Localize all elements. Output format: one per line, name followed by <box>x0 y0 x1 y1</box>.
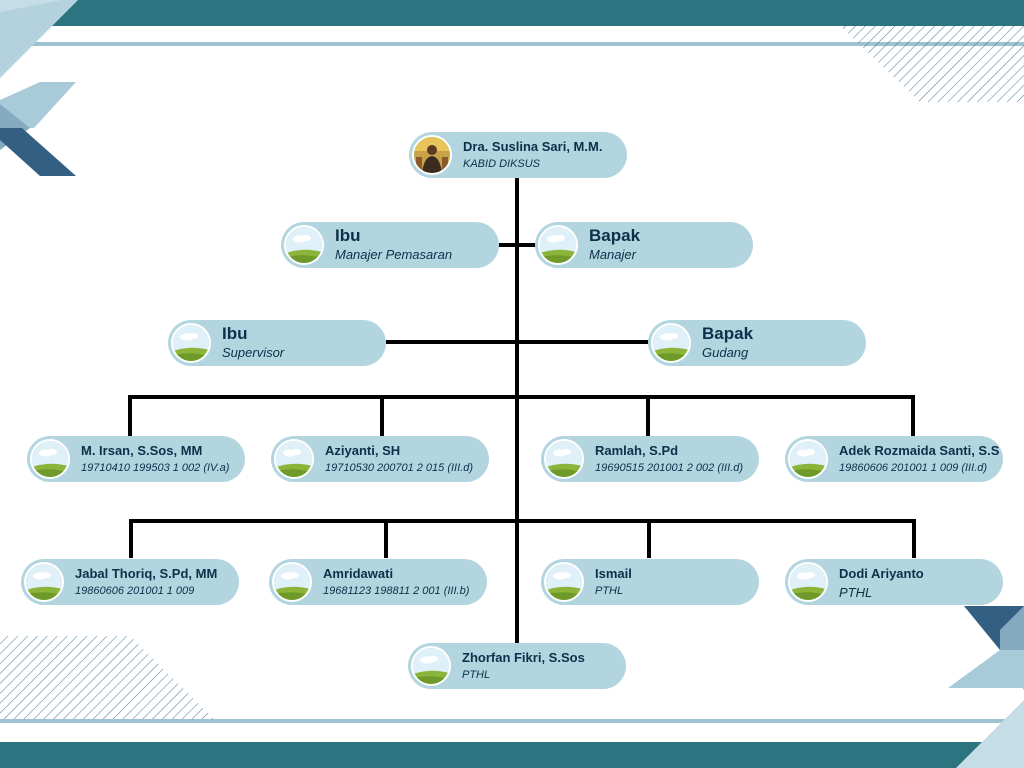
org-node-supervisor[interactable]: Ibu Supervisor <box>168 320 386 366</box>
node-title: Manajer Pemasaran <box>335 247 453 262</box>
node-id: 19681123 198811 2 001 (III.b) <box>323 585 470 597</box>
node-name: Amridawati <box>323 566 394 581</box>
node-title: Supervisor <box>222 345 285 360</box>
node-name: M. Irsan, S.Sos, MM <box>81 443 203 458</box>
landscape-placeholder-icon <box>284 225 324 265</box>
node-id: 19710410 199503 1 002 (IV.a) <box>81 462 230 474</box>
org-node-gudang[interactable]: Bapak Gudang <box>648 320 866 366</box>
node-id: PTHL <box>462 669 491 681</box>
landscape-placeholder-icon <box>411 646 451 686</box>
drop-line <box>129 519 133 558</box>
supervisor-connector <box>386 340 650 344</box>
org-node-staff[interactable]: Jabal Thoriq, S.Pd, MM 19860606 201001 1… <box>21 559 239 605</box>
node-title: Gudang <box>702 345 749 360</box>
node-name: Ibu <box>335 226 361 245</box>
drop-line <box>911 395 915 436</box>
drop-line <box>380 395 384 436</box>
trunk-line <box>515 178 519 644</box>
node-name: Ramlah, S.Pd <box>595 443 679 458</box>
node-name: Dra. Suslina Sari, M.M. <box>463 139 603 154</box>
drop-line <box>384 519 388 558</box>
drop-line <box>646 395 650 436</box>
drop-line <box>647 519 651 558</box>
org-node-staff[interactable]: Ismail PTHL <box>541 559 759 605</box>
node-name: Adek Rozmaida Santi, S.S <box>839 443 1000 458</box>
org-node-head[interactable]: Dra. Suslina Sari, M.M. KABID DIKSUS <box>409 132 627 178</box>
drop-line <box>128 395 132 436</box>
node-name: Dodi Ariyanto <box>839 566 924 581</box>
org-node-staff[interactable]: M. Irsan, S.Sos, MM 19710410 199503 1 00… <box>27 436 245 482</box>
landscape-placeholder-icon <box>544 439 584 479</box>
org-node-manager-pemasaran[interactable]: Ibu Manajer Pemasaran <box>281 222 499 268</box>
landscape-placeholder-icon <box>30 439 70 479</box>
landscape-placeholder-icon <box>24 562 64 602</box>
node-id: PTHL <box>595 585 624 597</box>
node-name: Zhorfan Fikri, S.Sos <box>462 650 585 665</box>
node-id: 19860606 201001 1 009 (III.d) <box>839 462 988 474</box>
node-id: 19710530 200701 2 015 (III.d) <box>325 462 474 474</box>
org-node-staff[interactable]: Amridawati 19681123 198811 2 001 (III.b) <box>269 559 487 605</box>
landscape-placeholder-icon <box>538 225 578 265</box>
node-title: KABID DIKSUS <box>463 158 541 170</box>
node-name: Jabal Thoriq, S.Pd, MM <box>75 566 218 581</box>
manager-connector <box>499 243 537 247</box>
node-name: Bapak <box>589 226 641 245</box>
landscape-placeholder-icon <box>272 562 312 602</box>
node-name: Ismail <box>595 566 632 581</box>
bottom-band <box>0 742 1024 768</box>
landscape-placeholder-icon <box>544 562 584 602</box>
org-node-staff[interactable]: Adek Rozmaida Santi, S.S 19860606 201001… <box>785 436 1003 482</box>
staff-row2-connector <box>129 519 916 523</box>
org-node-staff[interactable]: Aziyanti, SH 19710530 200701 2 015 (III.… <box>271 436 489 482</box>
landscape-placeholder-icon <box>274 439 314 479</box>
landscape-placeholder-icon <box>171 323 211 363</box>
node-id: 19860606 201001 1 009 <box>75 585 195 597</box>
node-id: 19690515 201001 2 002 (III.d) <box>595 462 744 474</box>
node-name: Ibu <box>222 324 248 343</box>
landscape-placeholder-icon <box>788 562 828 602</box>
node-name: Bapak <box>702 324 754 343</box>
org-node-manager[interactable]: Bapak Manajer <box>535 222 753 268</box>
node-name: Aziyanti, SH <box>325 443 401 458</box>
portrait-photo <box>412 135 452 175</box>
landscape-placeholder-icon <box>651 323 691 363</box>
landscape-placeholder-icon <box>788 439 828 479</box>
drop-line <box>912 519 916 558</box>
org-node-staff[interactable]: Dodi Ariyanto PTHL <box>785 559 1003 605</box>
node-title: Manajer <box>589 247 636 262</box>
org-node-staff[interactable]: Ramlah, S.Pd 19690515 201001 2 002 (III.… <box>541 436 759 482</box>
staff-row1-connector <box>128 395 915 399</box>
top-band <box>0 0 1024 26</box>
node-id: PTHL <box>839 585 873 600</box>
org-node-staff[interactable]: Zhorfan Fikri, S.Sos PTHL <box>408 643 626 689</box>
